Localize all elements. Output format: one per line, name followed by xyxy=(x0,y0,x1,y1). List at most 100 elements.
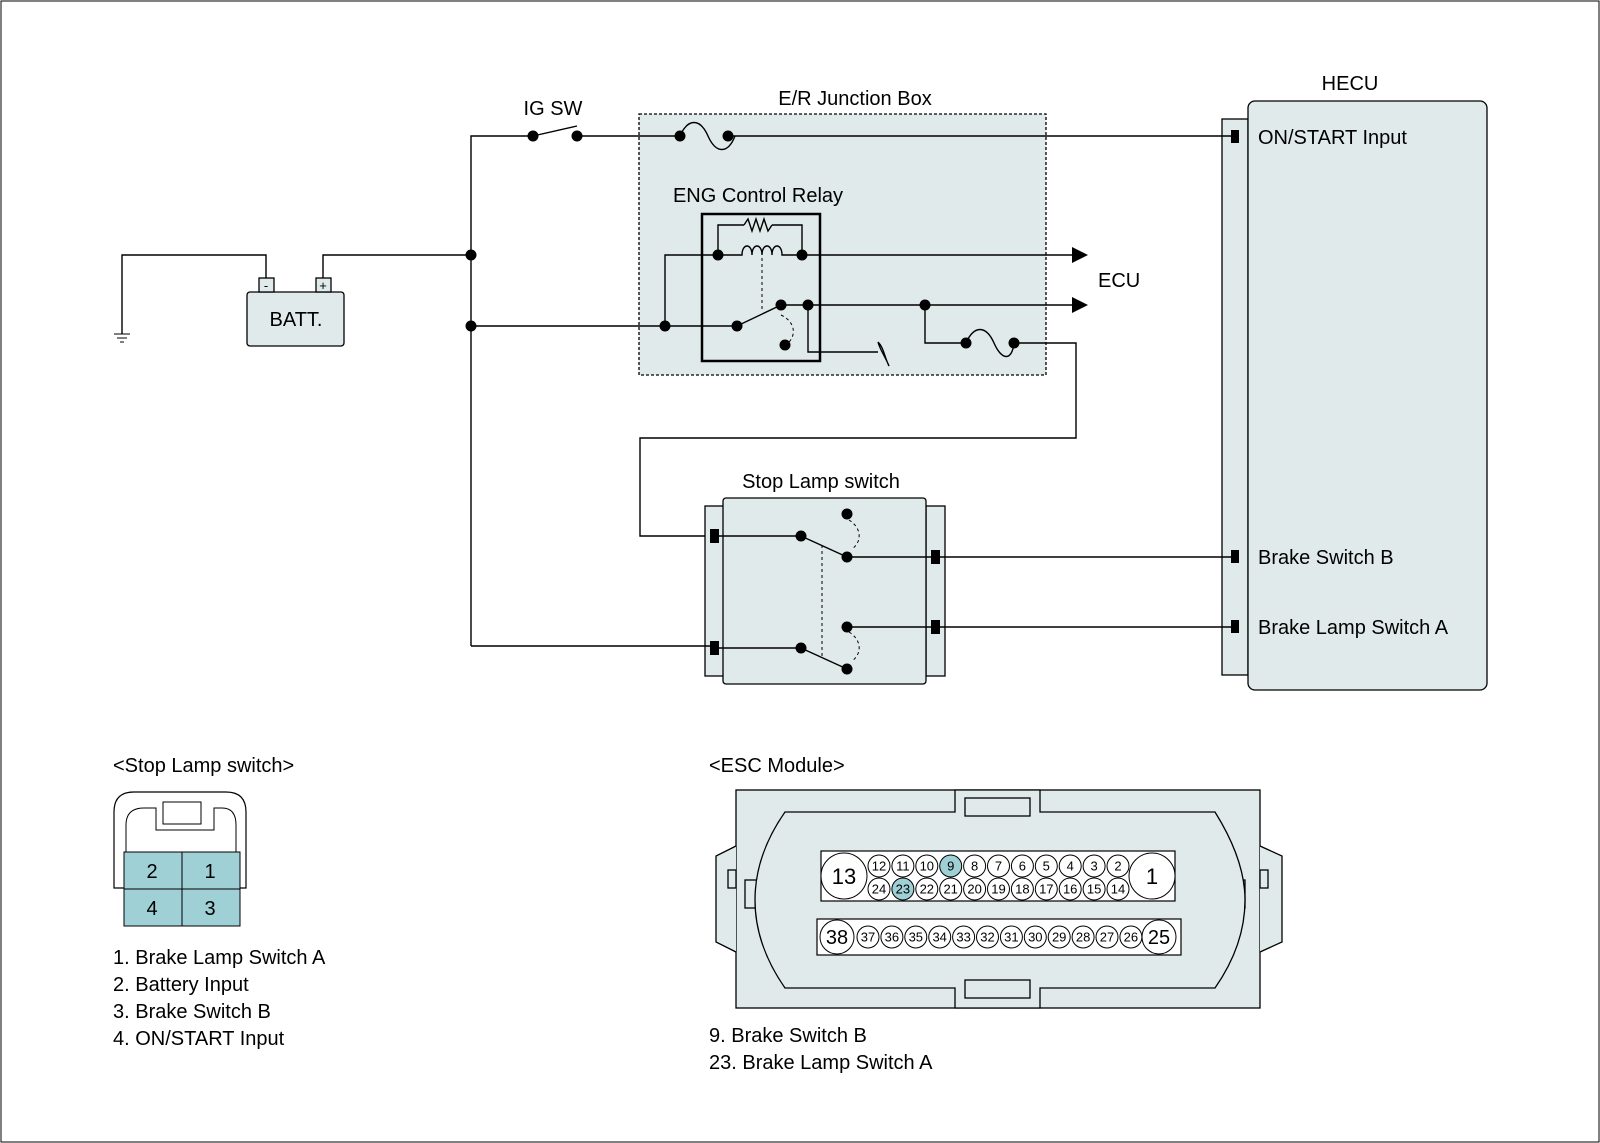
junction-box-label: E/R Junction Box xyxy=(778,88,931,110)
esc-pin-label: 5 xyxy=(1043,859,1050,874)
hecu-pin-on-start-terminal xyxy=(1231,130,1239,143)
esc-pin-label: 19 xyxy=(991,882,1005,897)
wire-to-stop-fuse xyxy=(924,305,966,344)
esc-pin-label: 30 xyxy=(1028,930,1042,945)
switch-contact xyxy=(841,663,853,675)
esc-pin xyxy=(915,854,939,878)
stop-lamp-switch-box xyxy=(722,497,927,685)
esc-pin xyxy=(1082,854,1106,878)
esc-pin-label: 21 xyxy=(943,882,957,897)
esc-pin-label: 4 xyxy=(1067,859,1074,874)
battery-positive-wire xyxy=(322,254,471,278)
esc-pin-label: 28 xyxy=(1076,930,1090,945)
esc-pin-label: 26 xyxy=(1124,930,1138,945)
stop-lamp-connector-housing-inner xyxy=(125,807,237,888)
connector-pin-label: 3 xyxy=(204,898,215,920)
esc-pin xyxy=(928,925,952,949)
esc-pin-label: 7 xyxy=(995,859,1002,874)
esc-pin xyxy=(976,925,999,949)
switch-blade xyxy=(800,647,848,670)
coil-wire xyxy=(772,224,803,255)
connector-pin-cell xyxy=(181,888,241,927)
relay-coil-icon xyxy=(718,245,802,256)
battery xyxy=(246,291,345,347)
switch-blade xyxy=(800,535,848,558)
esc-pin xyxy=(963,877,987,901)
battery-pos-label: + xyxy=(319,278,327,293)
esc-pin xyxy=(1047,925,1071,949)
esc-pin-label: 27 xyxy=(1100,930,1114,945)
esc-pin xyxy=(1010,854,1034,878)
stop-lamp-pin xyxy=(931,550,940,564)
esc-pin-label: 34 xyxy=(932,930,946,945)
eng-control-relay xyxy=(700,212,822,363)
ig-switch-blade xyxy=(532,125,578,137)
switch-motion-arc xyxy=(848,631,860,662)
esc-pin xyxy=(891,877,915,901)
hecu-pin-brake-b: Brake Switch B xyxy=(1258,547,1394,569)
stop-lamp-legend-item: 1. Brake Lamp Switch A xyxy=(113,947,326,969)
stop-lamp-connector-title: <Stop Lamp switch> xyxy=(113,755,294,777)
switch-contact xyxy=(841,508,853,520)
esc-pin xyxy=(820,852,868,900)
stop-lamp-pin xyxy=(931,620,940,634)
wire-relay-branch xyxy=(807,305,878,353)
esc-pin-label: 20 xyxy=(967,882,981,897)
esc-pin-label: 1 xyxy=(1146,864,1158,889)
esc-pin-label: 17 xyxy=(1039,882,1053,897)
stop-lamp-legend-item: 3. Brake Switch B xyxy=(113,1001,271,1023)
esc-pin xyxy=(856,925,880,949)
hecu-pin-brake-a: Brake Lamp Switch A xyxy=(1258,617,1449,639)
esc-pin xyxy=(1010,877,1034,901)
esc-pin xyxy=(915,877,939,901)
relay-contact xyxy=(779,339,791,351)
switch-motion-arc xyxy=(848,519,860,550)
esc-pin-label: 23 xyxy=(896,882,910,897)
break-icon xyxy=(877,341,890,367)
esc-pin-label: 32 xyxy=(980,930,994,945)
esc-pin xyxy=(880,925,904,949)
resistor-icon xyxy=(743,216,773,234)
esc-pin-label: 14 xyxy=(1111,882,1125,897)
esc-connector-latch xyxy=(964,797,1031,817)
esc-pin-label: 6 xyxy=(1019,859,1026,874)
esc-pin xyxy=(1058,854,1082,878)
ground-wire xyxy=(121,254,267,334)
esc-pin xyxy=(867,854,891,878)
hecu-connector xyxy=(1221,118,1249,676)
esc-pin-label: 33 xyxy=(956,930,970,945)
esc-pin xyxy=(987,854,1010,878)
fuse-icon xyxy=(679,121,736,151)
esc-pin-label: 36 xyxy=(885,930,899,945)
esc-pin-label: 11 xyxy=(896,859,910,874)
esc-pin xyxy=(1082,877,1106,901)
wire-fuse-stop-lamp xyxy=(639,342,1077,537)
hecu-label: HECU xyxy=(1322,73,1379,95)
esc-pin xyxy=(1095,925,1119,949)
esc-pin-label: 9 xyxy=(947,859,954,874)
stop-lamp-legend-item: 2. Battery Input xyxy=(113,974,249,996)
esc-pin xyxy=(1034,854,1058,878)
esc-pin-label: 18 xyxy=(1015,882,1029,897)
connector-pin-cell xyxy=(123,888,183,927)
esc-pin xyxy=(999,925,1023,949)
ecu-label: ECU xyxy=(1098,270,1140,292)
esc-left-nub xyxy=(727,869,737,889)
esc-pin xyxy=(1106,854,1130,878)
esc-pin xyxy=(1106,877,1130,901)
junction-box xyxy=(638,113,1047,376)
esc-pin-label: 16 xyxy=(1063,882,1077,897)
stop-lamp-pin xyxy=(710,529,719,543)
esc-pin-label: 12 xyxy=(872,859,886,874)
hecu-box xyxy=(1247,100,1488,691)
esc-pin-label: 31 xyxy=(1004,930,1018,945)
fuse-icon xyxy=(965,328,1015,358)
stop-lamp-switch-label: Stop Lamp switch xyxy=(742,471,900,493)
connector-pin-cell xyxy=(123,851,183,890)
esc-pin xyxy=(939,877,963,901)
stop-lamp-connector-pins: 2 1 4 3 xyxy=(123,851,241,927)
ig-switch-label: IG SW xyxy=(524,98,583,120)
